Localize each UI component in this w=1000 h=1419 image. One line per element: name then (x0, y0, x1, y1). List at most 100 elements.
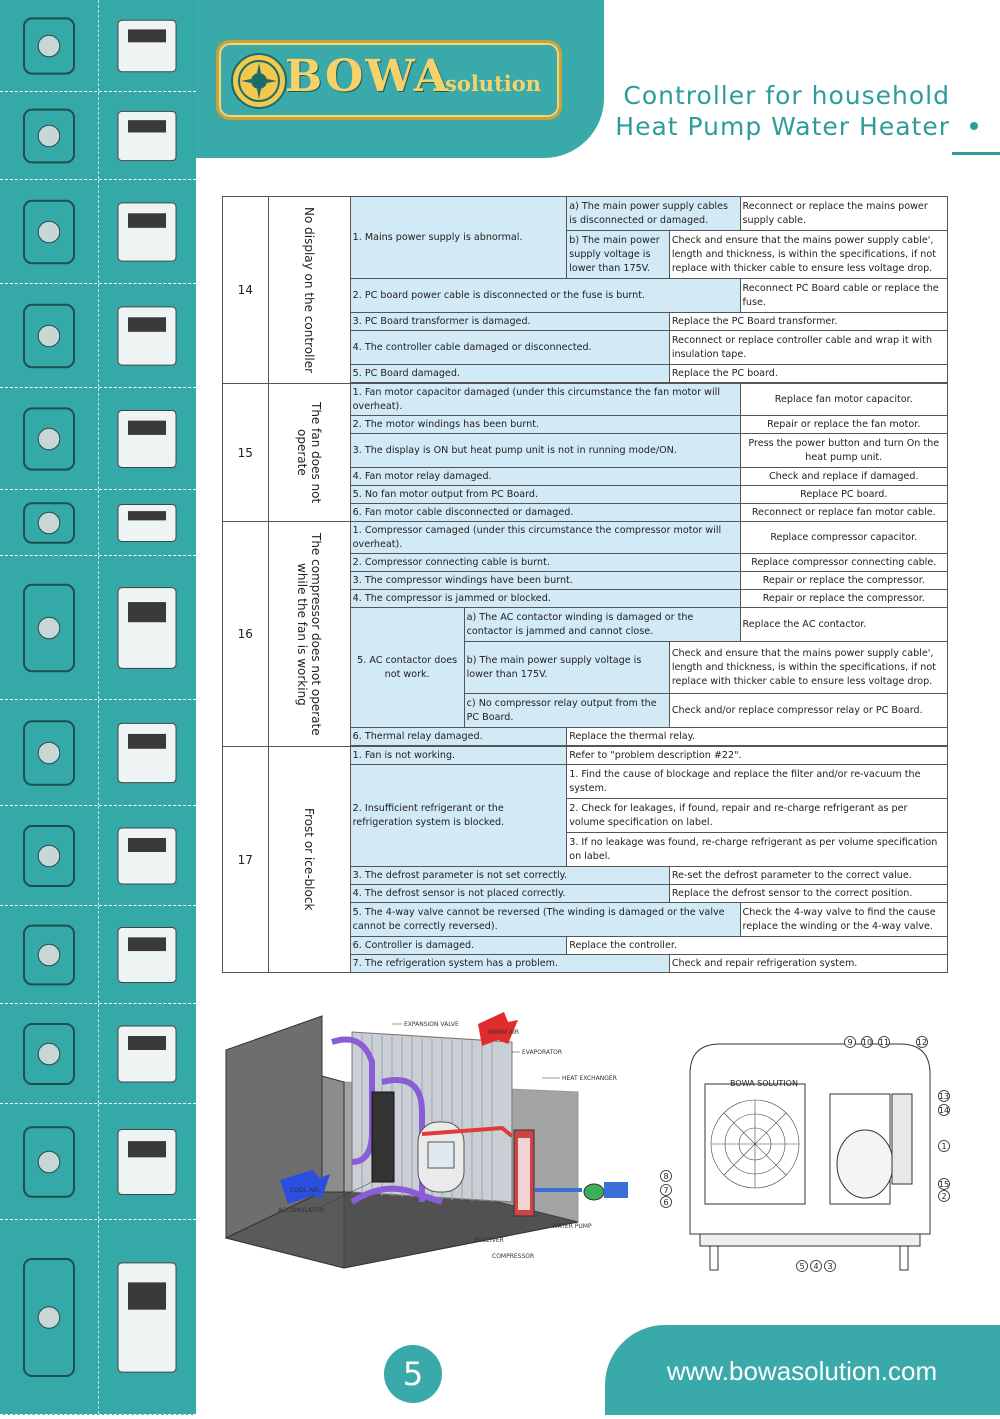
callout-number: 4 (813, 1262, 818, 1271)
cause-cell: 5. AC contactor does not work. (349, 607, 465, 728)
product-thumbnail (98, 556, 196, 699)
cause-cell: 2. Compressor connecting cable is burnt. (349, 553, 741, 572)
water-pump-label: WATER PUMP (552, 1223, 592, 1230)
solution-cell: Check and replace if damaged. (739, 467, 949, 486)
callout-circle (844, 1036, 856, 1048)
product-thumbnail (98, 180, 196, 283)
product-thumbnail-row (0, 0, 196, 92)
product-thumbnail (98, 388, 196, 489)
troubleshooting-table: 14 No display on the controller 1. Mains… (222, 196, 949, 973)
footer-website-link[interactable]: www.bowasolution.com (666, 1356, 938, 1386)
solution-cell: Check and ensure that the mains power su… (668, 641, 949, 694)
product-thumbnail (98, 1004, 196, 1103)
footer-band (605, 1325, 1000, 1415)
product-thumbnail (98, 284, 196, 387)
warm-air-label: WARM AIR (488, 1029, 519, 1036)
cause-cell: 1. Compressor camaged (under this circum… (349, 521, 741, 554)
product-thumbnail-row (0, 388, 196, 490)
cause-cell: 5. The 4-way valve cannot be reversed (T… (349, 902, 741, 937)
solution-cell: 2. Check for leakages, if found, repair … (566, 798, 948, 833)
callout-number: 11 (879, 1038, 889, 1047)
sidebar-product-gallery (0, 0, 196, 1415)
solution-cell: Repair or replace the compressor. (739, 589, 949, 608)
solution-cell: Check and/or replace compressor relay or… (668, 693, 949, 728)
product-thumbnail (0, 1004, 99, 1103)
solution-cell: Replace fan motor capacitor. (739, 383, 949, 416)
solution-cell: Reconnect PC Board cable or replace the … (739, 278, 949, 313)
problem-number: 17 (222, 746, 269, 973)
subcause-cell: a) The AC contactor winding is damaged o… (463, 607, 741, 642)
callout-number: 6 (663, 1198, 668, 1207)
product-thumbnail (98, 906, 196, 1003)
cause-cell: 2. Insufficient refrigerant or the refri… (349, 764, 568, 867)
product-thumbnail-row (0, 92, 196, 180)
callout-number: 12 (917, 1038, 927, 1047)
cause-cell: 4. The controller cable damaged or disco… (349, 330, 670, 365)
product-thumbnail (0, 1220, 99, 1414)
problem-symptom: Frost or ice-block (267, 746, 351, 973)
callout-number: 5 (799, 1262, 804, 1271)
evaporator-label: EVAPORATOR (522, 1049, 562, 1056)
solution-cell: Check and ensure that the mains power su… (668, 230, 949, 279)
page-number: 5 (384, 1345, 442, 1403)
cool-air-label: COOL AIR (290, 1187, 319, 1194)
callout-number: 9 (847, 1038, 852, 1047)
compressor-label: COMPRESSOR (492, 1253, 534, 1260)
title-dot (970, 122, 978, 130)
solution-cell: Replace the PC Board transformer. (668, 312, 949, 331)
sidebar-gap (196, 0, 222, 1415)
problem-number: 15 (222, 383, 269, 522)
solution-cell: Replace the defrost sensor to the correc… (668, 884, 949, 903)
cause-cell: 3. The defrost parameter is not set corr… (349, 866, 670, 885)
product-thumbnail (0, 490, 99, 555)
callout-circle (810, 1260, 822, 1272)
solution-cell: 3. If no leakage was found, re-charge re… (566, 832, 948, 867)
solution-cell: Check the 4-way valve to find the cause … (739, 902, 949, 937)
page-title: Controller for household Heat Pump Water… (610, 80, 950, 142)
callout-circle (938, 1140, 950, 1152)
callout-circle (938, 1178, 950, 1190)
solution-cell: Replace compressor capacitor. (739, 521, 949, 554)
callout-number: 15 (939, 1180, 949, 1189)
title-underline (952, 152, 1000, 155)
product-thumbnail (0, 806, 99, 905)
solution-cell: Reconnect or replace fan motor cable. (739, 503, 949, 522)
product-thumbnail (98, 490, 196, 555)
product-thumbnail (98, 806, 196, 905)
product-thumbnail (98, 1220, 196, 1414)
callout-number: 14 (939, 1106, 949, 1115)
callout-number: 7 (663, 1186, 668, 1195)
brand-logo: BOWA solution (216, 40, 562, 120)
solution-cell: Check and repair refrigeration system. (668, 954, 949, 973)
callout-circle (796, 1260, 808, 1272)
product-thumbnail (0, 1104, 99, 1219)
product-thumbnail-row (0, 1104, 196, 1220)
callout-circle (660, 1170, 672, 1182)
callout-number: 8 (663, 1172, 668, 1181)
product-thumbnail-row (0, 180, 196, 284)
solution-cell: Repair or replace the compressor. (739, 571, 949, 590)
cause-cell: 5. PC Board damaged. (349, 364, 670, 383)
solution-cell: Replace the AC contactor. (739, 607, 949, 642)
callout-number: 3 (827, 1262, 832, 1271)
product-thumbnail-row (0, 1220, 196, 1415)
logo-emblem-icon (231, 53, 287, 109)
callout-circle (660, 1184, 672, 1196)
callout-circle (916, 1036, 928, 1048)
solution-cell: Repair or replace the fan motor. (739, 415, 949, 434)
cause-cell: 6. Controller is damaged. (349, 936, 568, 955)
product-thumbnail (0, 556, 99, 699)
cause-cell: 2. PC board power cable is disconnected … (349, 278, 741, 313)
solution-cell: Replace the PC board. (668, 364, 949, 383)
product-thumbnail (0, 180, 99, 283)
solution-cell: Reconnect or replace the mains power sup… (739, 196, 949, 231)
callout-circle (938, 1090, 950, 1102)
product-thumbnail-row (0, 556, 196, 700)
heat-exchanger-label: HEAT EXCHANGER (562, 1075, 617, 1082)
product-thumbnail (0, 284, 99, 387)
receiver-label: RECEIVER (474, 1237, 504, 1244)
product-thumbnail (98, 1104, 196, 1219)
cause-cell: 1. Fan motor capacitor damaged (under th… (349, 383, 741, 416)
product-thumbnail (98, 0, 196, 91)
